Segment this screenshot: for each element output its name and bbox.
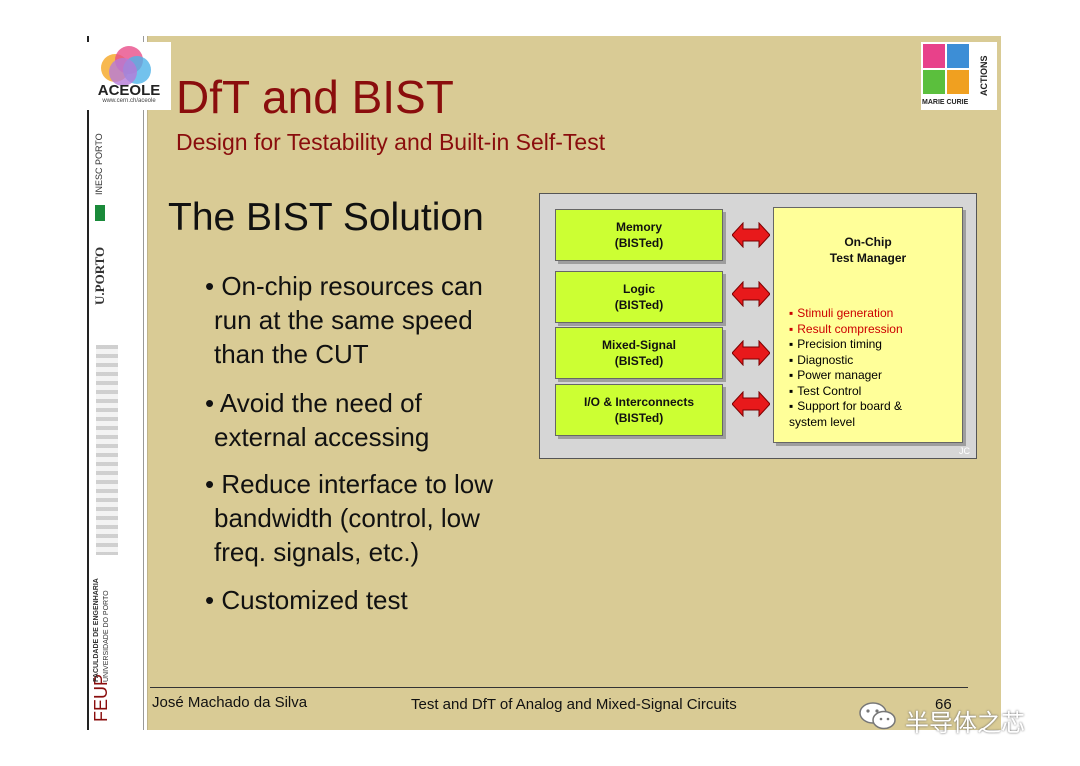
feature-item: Result compression — [789, 322, 902, 338]
footer-course: Test and DfT of Analog and Mixed-Signal … — [411, 696, 737, 713]
footer-divider — [150, 687, 968, 688]
aceole-logo: ACEOLE www.cern.ch/aceole — [87, 42, 171, 110]
logic-block: Logic(BISTed) — [555, 271, 723, 323]
slide-subtitle: Design for Testability and Built-in Self… — [176, 129, 606, 155]
bist-diagram: Memory(BISTed) Logic(BISTed) Mixed-Signa… — [539, 193, 977, 459]
double-arrow-icon — [732, 222, 770, 248]
aceole-circles-icon — [101, 46, 151, 86]
portrait-icon — [923, 44, 945, 68]
portrait-icon — [947, 70, 969, 94]
feature-item: Support for board & — [789, 399, 903, 415]
feup-university: UNIVERSIDADE DO PORTO — [103, 590, 110, 682]
double-arrow-icon — [732, 281, 770, 307]
double-arrow-icon — [732, 340, 770, 366]
portrait-icon — [923, 70, 945, 94]
watermark-text: 半导体之芯 — [905, 710, 1025, 737]
bullet-item: • On-chip resources can run at the same … — [205, 271, 483, 369]
portrait-icon — [947, 44, 969, 68]
marie-curie-logo: MARIE CURIE ACTIONS — [921, 42, 997, 110]
sidebar-frame — [87, 36, 144, 730]
feup-full-name: FACULDADE DE ENGENHARIA — [93, 578, 100, 682]
feature-item: Precision timing — [789, 337, 903, 353]
memory-block: Memory(BISTed) — [555, 209, 723, 261]
uporto-logo: U.PORTO — [92, 246, 107, 305]
feature-list: Stimuli generation Result compression Pr… — [789, 306, 903, 430]
feature-item: Diagnostic — [789, 353, 903, 369]
feature-item-continued: system level — [789, 414, 856, 429]
author-initials: JC — [959, 446, 970, 456]
page-number: 66 — [935, 696, 952, 713]
aceole-url: www.cern.ch/aceole — [102, 98, 156, 104]
bullet-item: • Customized test — [205, 585, 408, 615]
io-interconnects-block: I/O & Interconnects(BISTed) — [555, 384, 723, 436]
double-arrow-icon — [732, 391, 770, 417]
feature-item: Power manager — [789, 368, 903, 384]
marie-curie-label: MARIE CURIE — [922, 99, 969, 106]
inesc-mark-icon — [95, 205, 105, 221]
building-illustration — [96, 345, 118, 555]
slide-title: DfT and BIST — [176, 71, 454, 123]
actions-label: ACTIONS — [979, 55, 989, 97]
feature-item: Stimuli generation — [789, 306, 903, 322]
inesc-logo: INESC PORTO — [94, 133, 104, 195]
footer-author: José Machado da Silva — [152, 694, 308, 711]
wechat-icon — [859, 702, 896, 730]
mixed-signal-block: Mixed-Signal(BISTed) — [555, 327, 723, 379]
test-manager-title: On-Chip Test Manager — [829, 235, 907, 265]
feature-item: Test Control — [789, 384, 903, 400]
test-manager-block: On-Chip Test Manager Stimuli generation … — [773, 207, 963, 443]
bullet-item: • Avoid the need of external accessing — [205, 388, 430, 452]
aceole-title: ACEOLE — [97, 82, 161, 99]
bullet-item: • Reduce interface to low bandwidth (con… — [205, 469, 494, 567]
section-heading: The BIST Solution — [168, 196, 484, 239]
